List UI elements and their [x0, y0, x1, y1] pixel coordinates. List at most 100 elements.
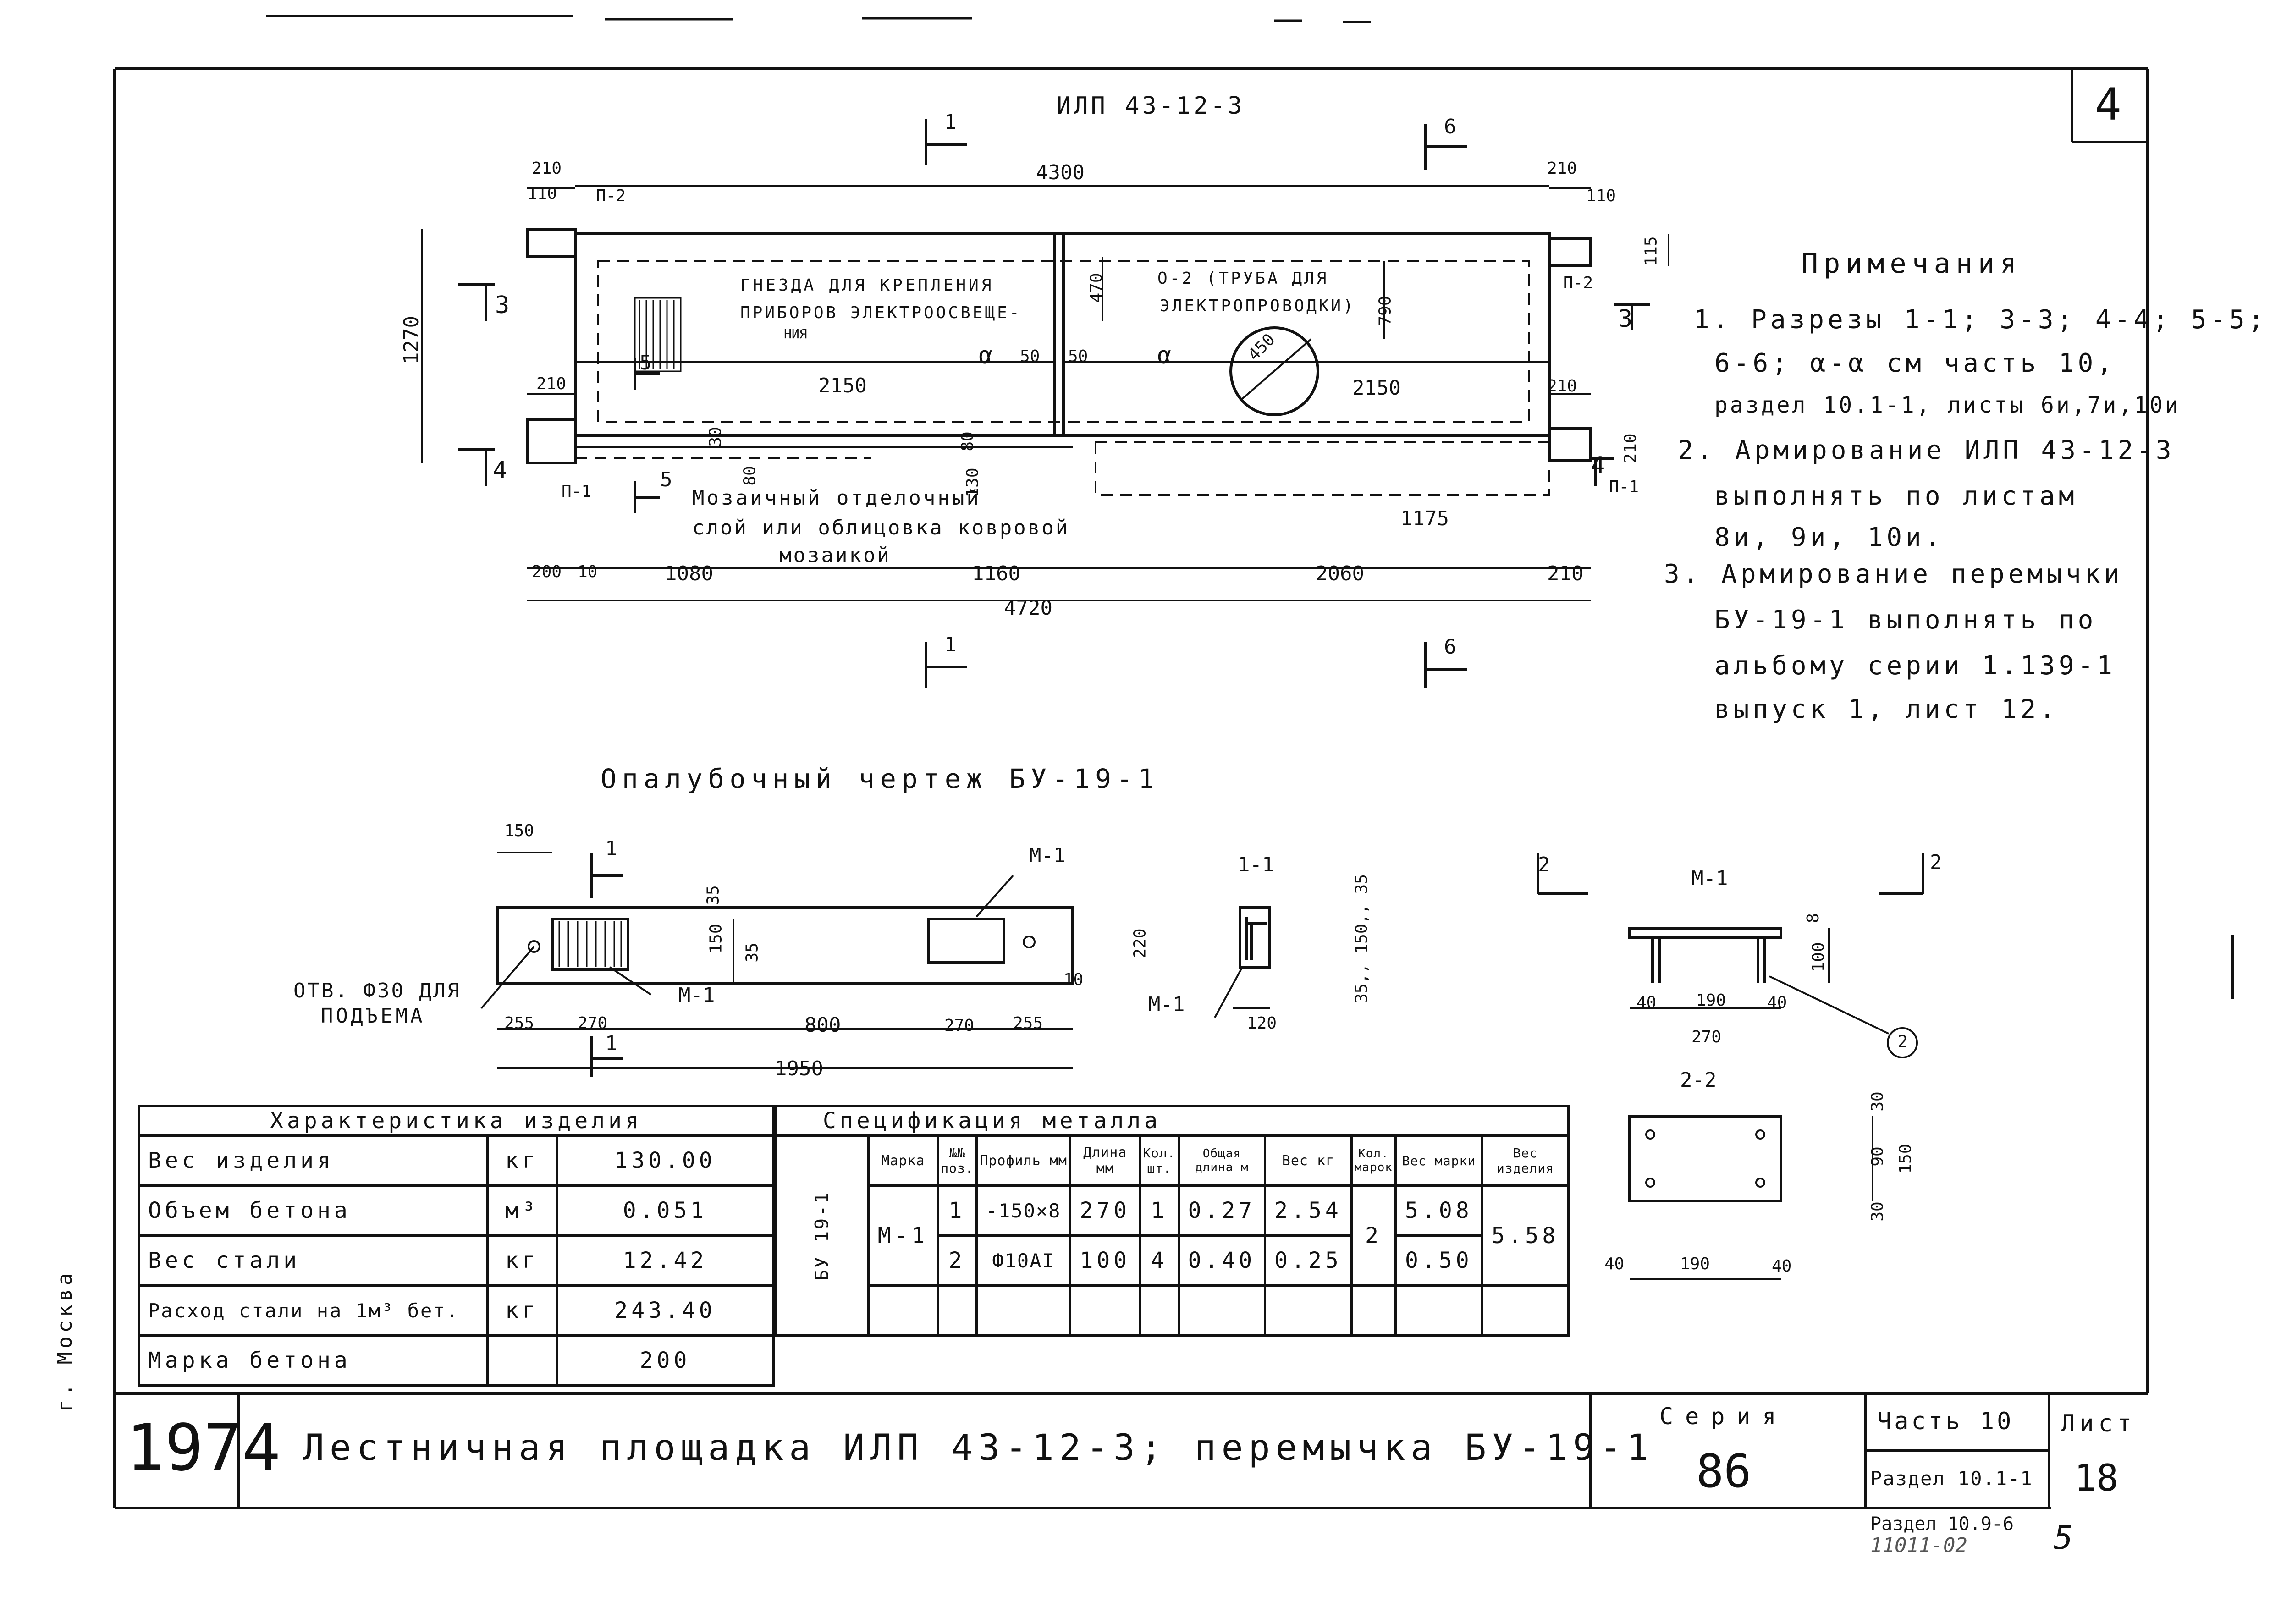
section-1-bottom: 1 — [944, 633, 957, 656]
dim-210-tl: 210 — [532, 159, 562, 178]
char-unit: кг — [486, 1284, 558, 1337]
dim-210-tr: 210 — [1547, 159, 1577, 178]
note-line-9: альбому серии 1.139-1 — [1714, 651, 2116, 681]
dim-2060: 2060 — [1316, 562, 1364, 585]
m1-dim-40b: 40 — [1767, 993, 1787, 1012]
dim-80b: 80 — [958, 431, 977, 451]
lintel-hole-1: ОТВ. Ф30 ДЛЯ — [293, 979, 461, 1002]
char-unit: кг — [486, 1134, 558, 1187]
char-value: 12.42 — [556, 1234, 775, 1287]
m1-section-2-left: 2 — [1538, 853, 1550, 876]
label-mosaic-1: Мозаичный отделочный — [692, 486, 981, 510]
spec-col-product-weight: Вес изделия — [1481, 1134, 1570, 1187]
note-line-3: раздел 10.1-1, листы 6и,7и,10и — [1714, 392, 2181, 418]
spec-mark-weight: 0.50 — [1394, 1234, 1483, 1287]
dim-470: 470 — [1087, 273, 1106, 303]
char-value: 0.051 — [556, 1184, 775, 1237]
lintel-dim-150-v: 150 — [706, 924, 726, 954]
specification-table: Спецификация металла БУ 19-1 Марка №№ по… — [774, 1105, 1570, 1337]
city-label: г. Москва — [53, 1269, 77, 1412]
specification-header: Спецификация металла — [774, 1105, 1570, 1137]
dim-1270: 1270 — [399, 316, 423, 364]
characteristics-table: Характеристика изделия Вес изделия кг 13… — [138, 1105, 775, 1387]
sheet-label: Лист — [2061, 1410, 2137, 1437]
label-sockets-3: НИЯ — [784, 326, 807, 341]
dim-1160: 1160 — [972, 562, 1020, 585]
spec-weight: 0.25 — [1264, 1234, 1353, 1287]
m1-dim-190b: 190 — [1680, 1255, 1710, 1273]
note-line-2: 6-6; α-α см часть 10, — [1714, 348, 2116, 378]
spec-col-qty: Кол. шт. — [1139, 1134, 1180, 1187]
char-name: Вес стали — [138, 1234, 489, 1287]
label-alpha-1: α — [979, 342, 996, 369]
section-6-bottom: 6 — [1444, 635, 1456, 659]
notes-title: Примечания — [1802, 248, 2022, 280]
lintel-hole-2: ПОДЪЕМА — [321, 1004, 425, 1028]
label-sockets-2: ПРИБОРОВ ЭЛЕКТРООСВЕЩЕ- — [740, 303, 1022, 322]
m1-plate — [1628, 927, 1782, 939]
spec-marks-qty: 2 — [1350, 1184, 1397, 1287]
section-1-1 — [1239, 906, 1271, 969]
section-1-1-dim-120: 120 — [1247, 1014, 1277, 1033]
dim-50a: 50 — [1020, 347, 1040, 366]
spec-profile: -150×8 — [975, 1184, 1072, 1237]
table-row: Марка бетона 200 — [138, 1334, 775, 1387]
char-unit: м³ — [486, 1184, 558, 1237]
lintel-dim-800: 800 — [804, 1013, 841, 1037]
below-section: Раздел 10.9-6 — [1870, 1514, 2014, 1535]
note-line-5: выполнять по листам — [1714, 481, 2078, 511]
dim-210-ml: 210 — [536, 374, 567, 393]
m1-dim-40d: 40 — [1772, 1257, 1792, 1276]
section-4-right: 4 — [1591, 452, 1608, 479]
pipe-hole — [1229, 326, 1319, 416]
spec-col-mark-weight: Вес марки — [1394, 1134, 1483, 1187]
section-3-right: 3 — [1618, 305, 1636, 333]
char-name: Вес изделия — [138, 1134, 489, 1187]
lintel-outline — [496, 906, 1074, 985]
section-6-top: 6 — [1444, 115, 1456, 138]
p2-right-embed — [1548, 237, 1592, 267]
char-value: 243.40 — [556, 1284, 775, 1337]
spec-col-mark: Марка — [867, 1134, 939, 1187]
spec-product-weight: 5.58 — [1481, 1184, 1570, 1287]
position-2-circle — [1887, 1027, 1918, 1058]
spec-weight: 2.54 — [1264, 1184, 1353, 1237]
m1-view-2-2: 2-2 — [1680, 1068, 1717, 1092]
lintel-dim-35b: 35 — [743, 942, 762, 963]
section-1-1-dim-220: 220 — [1130, 928, 1150, 958]
year: 1974 — [126, 1411, 281, 1486]
spec-qty: 1 — [1139, 1184, 1180, 1237]
m1-dim-270: 270 — [1691, 1028, 1722, 1046]
dim-30: 30 — [706, 427, 725, 447]
char-unit: кг — [486, 1234, 558, 1287]
note-line-8: БУ-19-1 выполнять по — [1714, 605, 2097, 635]
section-1-1-dim-vert: 35,, 150,, 35 — [1352, 874, 1371, 1003]
below-number: 5 — [2054, 1519, 2073, 1557]
m1-position-2: 2 — [1898, 1032, 1908, 1051]
m1-dim-40c: 40 — [1604, 1255, 1625, 1273]
spec-col-weight: Вес кг — [1264, 1134, 1353, 1187]
section-1-1-m1: М-1 — [1148, 993, 1185, 1016]
dim-4720: 4720 — [1004, 596, 1052, 620]
label-mosaic-2: слой или облицовка ковровой — [692, 516, 1070, 539]
label-sockets-1: ГНЕЗДА ДЛЯ КРЕПЛЕНИЯ — [740, 276, 994, 295]
lintel-dim-255a: 255 — [504, 1014, 534, 1033]
below-code: 11011-02 — [1870, 1534, 1967, 1557]
series-value: 86 — [1696, 1444, 1752, 1498]
lintel-section-1-bottom: 1 — [605, 1032, 617, 1055]
char-name: Объем бетона — [138, 1184, 489, 1237]
lintel-dim-150: 150 — [504, 821, 534, 840]
table-row: М-1 1 -150×8 270 1 0.27 2.54 2 5.08 5.58 — [776, 1184, 1570, 1287]
dim-210-bottom: 210 — [1547, 562, 1584, 585]
spec-col-profile: Профиль мм — [975, 1134, 1072, 1187]
lintel-dim-255b: 255 — [1013, 1014, 1043, 1033]
sheet-title: Лестничная площадка ИЛП 43-12-3; перемыч… — [303, 1427, 1654, 1469]
spec-pos: 2 — [937, 1234, 978, 1287]
m1-dim-40a: 40 — [1636, 993, 1657, 1012]
lintel-dim-270b: 270 — [944, 1016, 975, 1035]
table-row: Вес стали кг 12.42 — [138, 1234, 775, 1287]
m1-right — [927, 918, 1005, 964]
lintel-dim-35a: 35 — [704, 885, 723, 905]
p2-left-embed — [526, 228, 577, 258]
section-label: Раздел 10.1-1 — [1870, 1467, 2033, 1490]
